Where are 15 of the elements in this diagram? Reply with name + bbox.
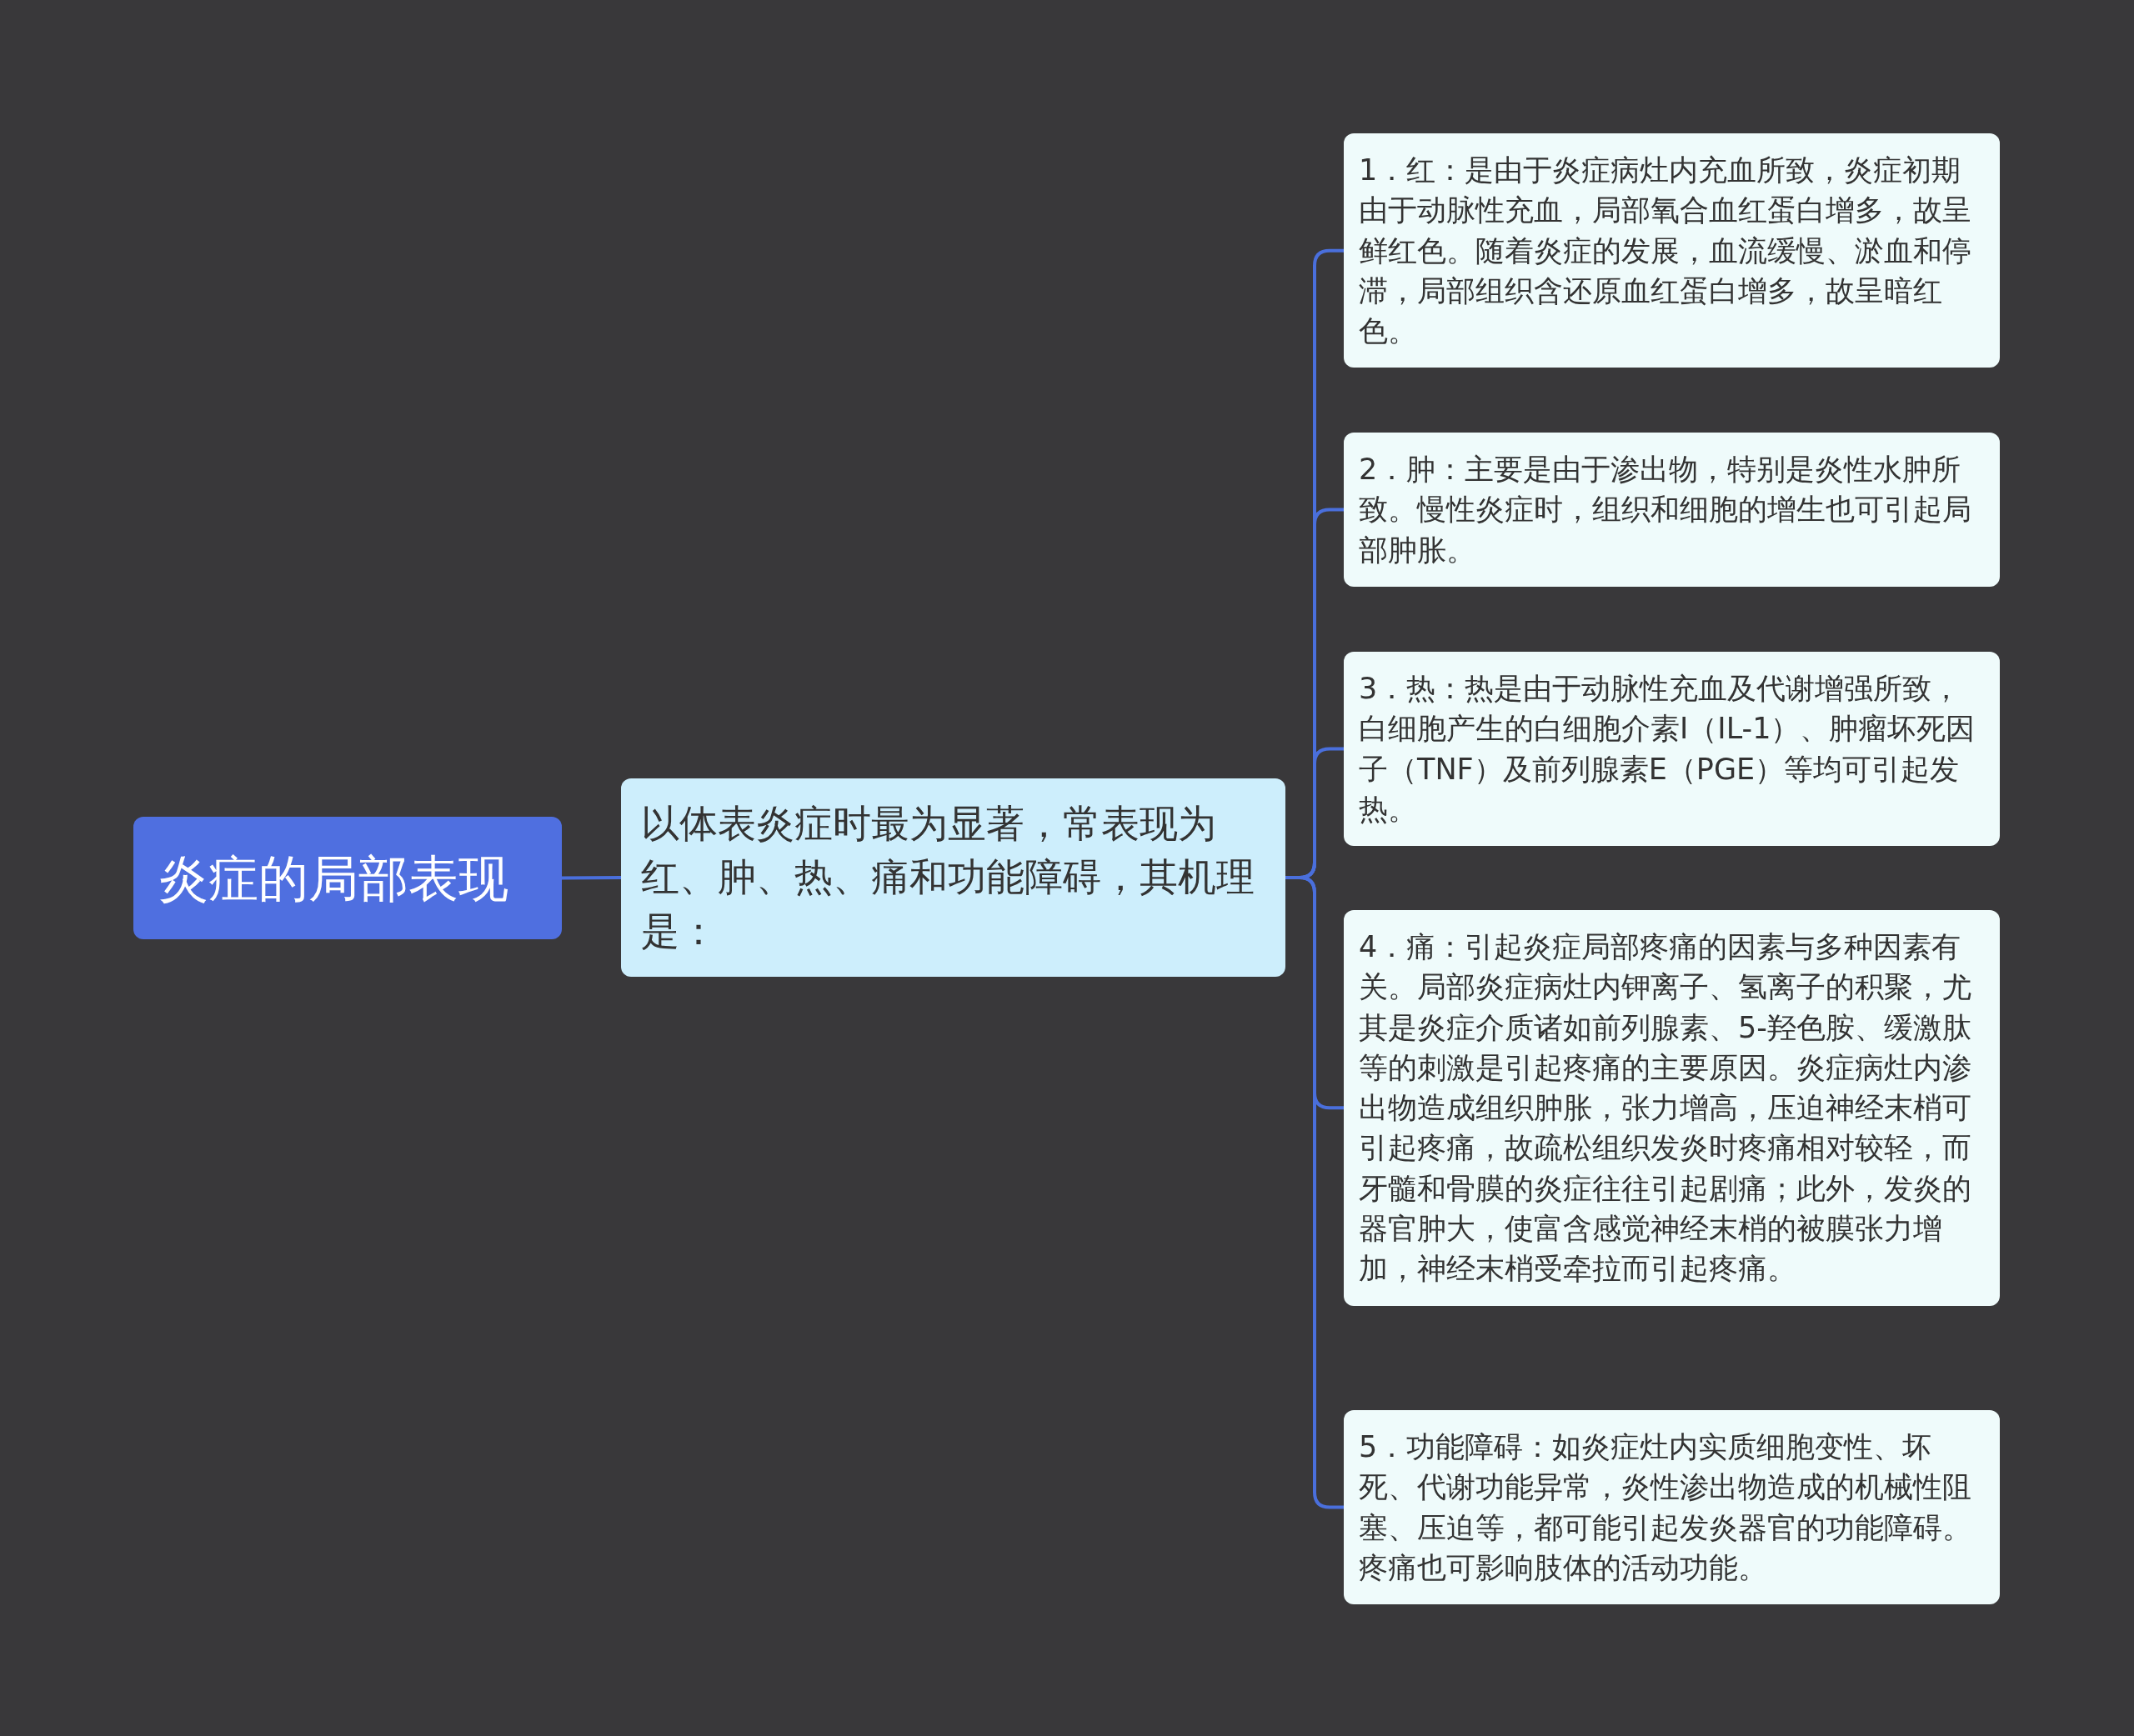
detail-box bbox=[1344, 1410, 2000, 1605]
subtopic-box bbox=[621, 778, 1285, 977]
node-text: 1．红：是由于炎症病灶内充血所致，炎症初期由于动脉性充血，局部氧合血红蛋白增多，故呈鲜红色。随着炎症的发展，血流缓慢、淤血和停滞，局部组织含还原血红蛋白增多，故呈暗红色。 bbox=[1359, 153, 1972, 350]
topic-box bbox=[133, 817, 562, 939]
node-text: 以体表炎症时最为显著，常表现为红、肿、热、痛和功能障碍，其机理是： bbox=[641, 800, 1255, 955]
detail-box bbox=[1344, 910, 2000, 1306]
node-text: 4．痛：引起炎症局部疼痛的因素与多种因素有关。局部炎症病灶内钾离子、氢离子的积聚，尤其是炎症介质诸如前列腺素、5-羟色胺、缓激肽等的刺激是引起疼痛的主要原因。炎症病灶内渗出物造成组织肿胀，张力增高，压迫神经末梢可引起疼痛，故疏松组织发炎时疼痛相对较轻，而牙髓和骨膜的炎症往往引起剧痛；此外，发炎的器官肿大，使富含感觉神经末梢的被膜张力增加，神经末梢受牵拉而引起疼痛。 bbox=[1359, 929, 1972, 1288]
node-text: 2．肿：主要是由于渗出物，特别是炎性水肿所致。慢性炎症时，组织和细胞的增生也可引起局部肿胀。 bbox=[1359, 452, 1972, 568]
node-text: 3．热：热是由于动脉性充血及代谢增强所致，白细胞产生的白细胞介素Ⅰ（IL-1）、肿瘤坏死因子（TNF）及前列腺素E（PGE）等均可引起发热。 bbox=[1359, 671, 1976, 828]
connector-line bbox=[562, 876, 621, 880]
detail-box bbox=[1344, 133, 2000, 368]
node-text: 5．功能障碍：如炎症灶内实质细胞变性、坏死、代谢功能异常，炎性渗出物造成的机械性阻塞、压迫等，都可能引起发炎器官的功能障碍。疼痛也可影响肢体的活动功能。 bbox=[1359, 1429, 1972, 1586]
detail-box bbox=[1344, 433, 2000, 587]
detail-box bbox=[1344, 652, 2000, 847]
node-text: 炎症的局部表现 bbox=[158, 848, 508, 908]
